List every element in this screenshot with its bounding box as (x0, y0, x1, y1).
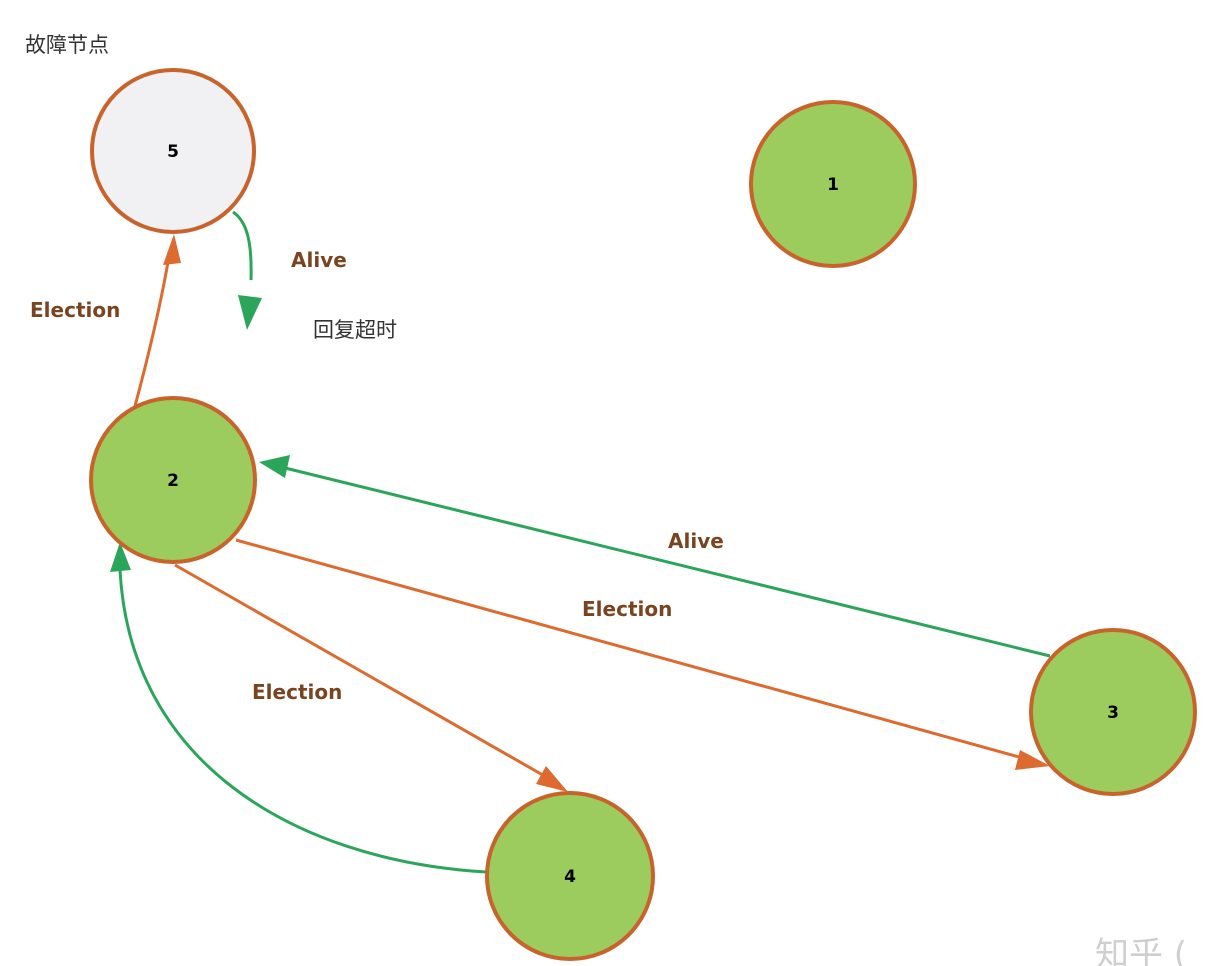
note-failed-node: 故障节点 (25, 33, 109, 57)
edge-election-2-to-5 (133, 249, 172, 407)
node-4: 4 (485, 791, 655, 961)
arrowhead-election-2-to-4 (536, 766, 568, 792)
arrowhead-alive-3-to-2 (259, 455, 290, 478)
node-2-label: 2 (167, 471, 179, 491)
edge-election-2-to-4 (174, 563, 549, 780)
note-reply-timeout: 回复超时 (313, 318, 397, 342)
label-alive-3-to-2: Alive (668, 529, 724, 553)
node-1-circle (749, 100, 917, 268)
arrowhead-alive-4-to-2 (110, 542, 131, 572)
node-3-label: 3 (1107, 703, 1119, 723)
arrowhead-election-2-to-5 (163, 234, 181, 265)
edge-election-2-to-3 (235, 538, 1031, 762)
arrowhead-election-2-to-3 (1015, 750, 1050, 770)
label-election-2-to-5: Election (30, 298, 120, 322)
node-4-circle (485, 791, 655, 961)
node-3-circle (1029, 628, 1197, 796)
edge-alive-5-timeout (232, 210, 253, 281)
label-alive-5: Alive (291, 248, 347, 272)
watermark: 知乎 ( (1095, 935, 1187, 966)
label-election-2-to-4: Election (252, 680, 342, 704)
node-1: 1 (749, 100, 917, 268)
edge-alive-3-to-2 (284, 466, 1051, 658)
node-5: 5 (90, 68, 256, 234)
edge-alive-4-to-2 (118, 569, 487, 874)
node-2-circle (89, 396, 257, 564)
node-2: 2 (89, 396, 257, 564)
node-1-label: 1 (827, 175, 839, 195)
label-election-2-to-3: Election (582, 597, 672, 621)
node-3: 3 (1029, 628, 1197, 796)
node-5-circle (90, 68, 256, 234)
node-5-label: 5 (167, 142, 179, 162)
node-4-label: 4 (564, 867, 576, 887)
arrowhead-alive-5-timeout (238, 295, 262, 330)
